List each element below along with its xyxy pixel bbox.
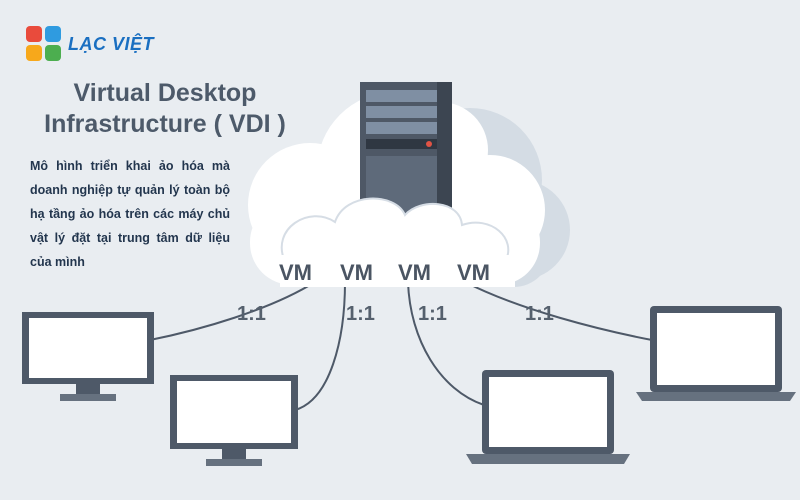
ratio-label-4: 1:1 xyxy=(525,303,554,325)
connection-line-4 xyxy=(464,281,653,341)
title-line-2: Infrastructure ( VDI ) xyxy=(44,110,286,138)
connection-line-1 xyxy=(149,281,316,341)
monitor-icon xyxy=(22,312,154,401)
vm-label-2: VM xyxy=(340,260,373,285)
cloud-front xyxy=(280,197,510,263)
ratio-label-3: 1:1 xyxy=(418,303,447,325)
logo-text: LẠC VIỆT xyxy=(68,33,155,54)
diagram-title: Virtual Desktop Infrastructure ( VDI ) xyxy=(20,78,310,140)
connection-line-3 xyxy=(407,281,485,406)
logo: LẠC VIỆT xyxy=(26,26,154,62)
connection-line-2 xyxy=(294,281,346,411)
vm-label-3: VM xyxy=(398,260,431,285)
laptop-icon xyxy=(636,306,796,401)
ratio-label-2: 1:1 xyxy=(346,303,375,325)
description-text: Mô hình triển khai ảo hóa mà doanh nghiệ… xyxy=(30,159,230,269)
monitor-icon xyxy=(170,375,298,466)
title-line-1: Virtual Desktop xyxy=(73,79,257,107)
connection-lines xyxy=(149,281,653,411)
vm-label-1: VM xyxy=(279,260,312,285)
cloud-base xyxy=(280,255,515,287)
laptop-icon xyxy=(466,370,630,464)
logo-mark-icon xyxy=(26,26,62,62)
ratio-label-1: 1:1 xyxy=(237,303,266,325)
vm-label-4: VM xyxy=(457,260,490,285)
